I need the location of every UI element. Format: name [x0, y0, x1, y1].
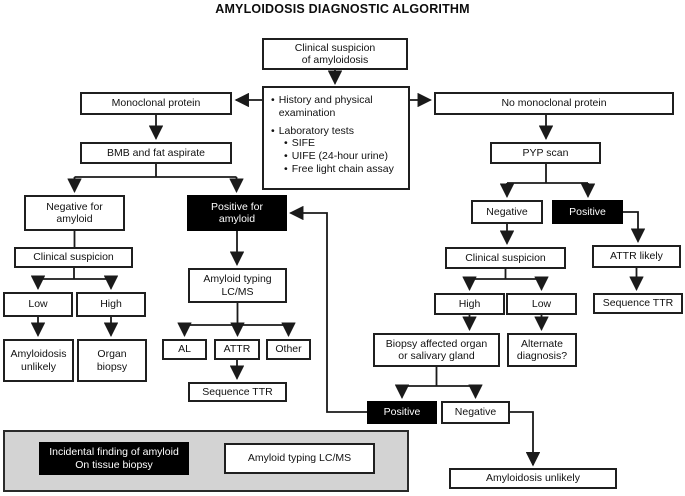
node-pyp-scan: PYP scan [490, 142, 601, 164]
node-low-right: Low [506, 293, 577, 315]
workup-item: Free light chain assay [284, 163, 394, 176]
node-low-left: Low [3, 292, 73, 317]
node-biopsy-affected-organ: Biopsy affected organ or salivary gland [373, 333, 500, 367]
node-workup-list: History and physical examination Laborat… [262, 86, 410, 190]
label-line: Biopsy affected organ [385, 337, 488, 350]
workup-item-label: Free light chain assay [291, 162, 394, 175]
label-line: biopsy [96, 360, 128, 373]
node-high-left: High [76, 292, 146, 317]
label-line: Clinical suspicion [294, 41, 376, 54]
bullet-icon [271, 94, 275, 120]
node-no-monoclonal-protein: No monoclonal protein [434, 92, 674, 115]
label-line: Amyloidosis [10, 348, 67, 361]
node-sequence-ttr-middle: Sequence TTR [188, 382, 287, 402]
node-sequence-ttr-right: Sequence TTR [593, 293, 683, 314]
diagram-title: AMYLOIDOSIS DIAGNOSTIC ALGORITHM [215, 2, 470, 16]
node-attr-likely: ATTR likely [592, 245, 681, 268]
label-line: amyloid [56, 213, 93, 225]
bullet-icon [284, 137, 288, 150]
workup-item-label: Laboratory tests [278, 124, 354, 137]
node-monoclonal-protein: Monoclonal protein [80, 92, 232, 115]
label-line: Incidental finding of amyloid [49, 446, 179, 459]
label-line: Alternate [520, 337, 564, 350]
node-amyloidosis-unlikely-right: Amyloidosis unlikely [449, 468, 617, 489]
label-line: diagnosis? [516, 350, 568, 362]
label-line: unlikely [20, 360, 57, 373]
node-attr: ATTR [214, 339, 260, 360]
node-amyloidosis-unlikely-left: Amyloidosis unlikely [3, 339, 74, 382]
node-pyp-positive: Positive [552, 200, 623, 224]
node-clinical-suspicion-left: Clinical suspicion [14, 247, 133, 268]
label-line: Amyloid typing [203, 273, 272, 286]
label-line: or salivary gland [398, 350, 475, 362]
label-line: of amyloidosis [301, 54, 369, 66]
workup-item-label: History and physical examination [278, 94, 373, 119]
workup-item-label: UIFE (24-hour urine) [291, 150, 388, 163]
node-biopsy-negative: Negative [441, 401, 510, 424]
node-high-right: High [434, 293, 505, 315]
node-pyp-negative: Negative [471, 200, 543, 224]
bullet-icon [284, 150, 288, 163]
node-al: AL [162, 339, 207, 360]
node-bmb-and-fat-aspirate: BMB and fat aspirate [80, 142, 232, 164]
node-clinical-suspicion-right: Clinical suspicion [445, 247, 566, 269]
node-positive-for-amyloid: Positive for amyloid [187, 195, 287, 231]
workup-item-label: SIFE [291, 137, 316, 150]
node-alternate-diagnosis: Alternate diagnosis? [507, 333, 577, 367]
node-amyloid-typing-lcms-panel: Amyloid typing LC/MS [224, 443, 375, 474]
bullet-icon [271, 125, 275, 138]
label-line: LC/MS [221, 285, 254, 298]
workup-item: History and physical examination [271, 94, 404, 120]
workup-item: SIFE [284, 137, 315, 150]
label-line: On tissue biopsy [75, 458, 153, 471]
node-incidental-finding: Incidental finding of amyloid On tissue … [39, 442, 189, 475]
node-other: Other [266, 339, 311, 360]
label-line: Positive for [211, 200, 263, 213]
label-line: Organ [97, 348, 127, 361]
workup-item: Laboratory tests [271, 125, 354, 138]
node-clinical-suspicion-of-amyloidosis: Clinical suspicion of amyloidosis [262, 38, 408, 70]
node-amyloid-typing-lcms: Amyloid typing LC/MS [188, 268, 287, 303]
node-organ-biopsy: Organ biopsy [77, 339, 147, 382]
label-line: Negative for [46, 200, 103, 213]
bullet-icon [284, 163, 288, 176]
workup-item: UIFE (24-hour urine) [284, 150, 388, 163]
node-biopsy-positive: Positive [367, 401, 437, 424]
node-negative-for-amyloid: Negative for amyloid [24, 195, 125, 231]
label-line: amyloid [218, 213, 256, 225]
